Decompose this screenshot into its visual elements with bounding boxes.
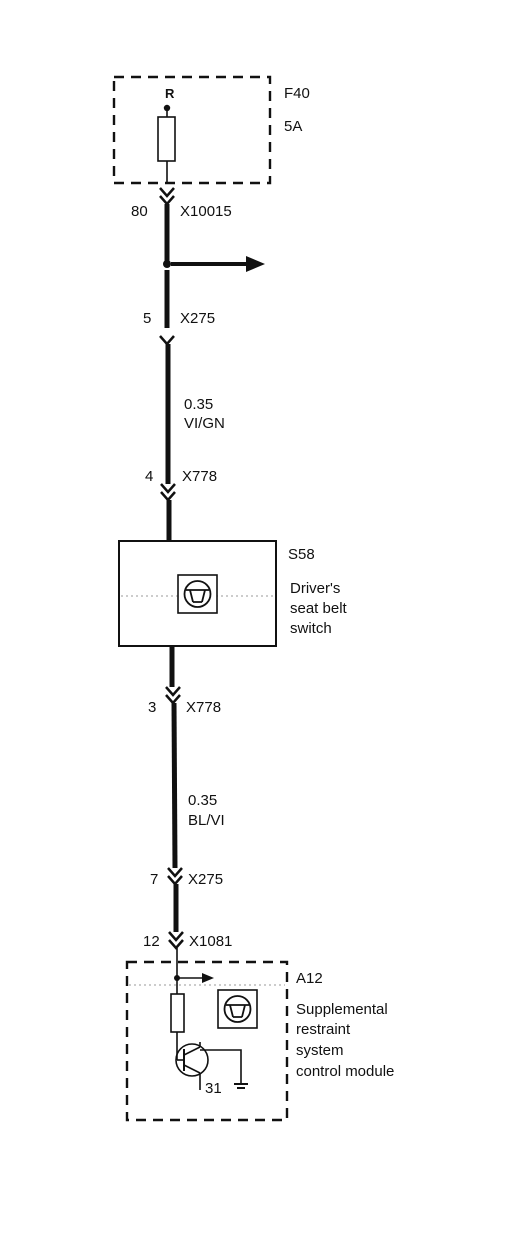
switch-desc-line-2: seat belt [290,600,348,617]
module-desc-line-4: control module [296,1063,394,1080]
connector-pin-label: 4 [145,468,153,485]
wire-segments [164,204,179,932]
connector-x10015-symbol [159,187,175,206]
wire-color-label: BL/VI [188,812,225,829]
connector-pin-label: 7 [150,871,158,888]
fuse-element [157,116,176,162]
connector-pin-label: 5 [143,310,151,327]
transistor-icon [175,1042,209,1090]
wire-labels: 0.35 VI/GN 0.35 BL/VI [184,396,225,829]
wire-color-label: VI/GN [184,415,225,432]
connector-x778-lower-symbol [165,686,181,705]
ground-wire [200,1049,242,1084]
splice-dot [163,260,171,268]
connector-name-label: X275 [188,871,223,888]
connector-x275-lower-symbol [167,867,183,886]
switch-s58: S58 Driver's seat belt switch [118,540,348,647]
fuse-id: F40 [284,85,310,102]
module-branch-arrow-icon [202,973,214,983]
connector-name-label: X10015 [180,203,232,220]
wire-bl-vi [171,702,178,869]
module-id: A12 [296,970,323,987]
connector-x778-upper-symbol [160,483,176,502]
connector-name-label: X778 [186,699,221,716]
module-desc-line-1: Supplemental [296,1001,388,1018]
connector-name-label: X275 [180,310,215,327]
wire-size-label: 0.35 [184,396,213,413]
connector-name-label: X1081 [189,933,232,950]
connector-x275-upper-symbol [159,335,175,346]
fuse-rating: 5A [284,118,302,135]
module-desc-line-2: restraint [296,1021,351,1038]
branch-arrow-icon [246,256,265,272]
switch-desc-line-3: switch [290,620,332,637]
seatbelt-icon [177,574,218,614]
seatbelt-icon [217,989,258,1029]
module-resistor [170,993,185,1033]
module-box-outline [125,960,289,1122]
connector-labels: 80 X10015 5 X275 4 X778 3 X778 7 X275 12… [131,203,232,950]
splice-branch [163,256,265,272]
wire-size-label: 0.35 [188,792,217,809]
module-a12: 31 A12 Supplemental restraint system con… [125,948,394,1122]
module-desc-line-3: system [296,1042,344,1059]
ground-icon [234,1083,248,1089]
connector-pin-label: 12 [143,933,160,950]
fuse-f40: R F40 5A [112,75,310,185]
fuse-supply-label: R [165,86,175,101]
connector-name-label: X778 [182,468,217,485]
ground-pin-label: 31 [205,1080,222,1097]
connector-pin-label: 80 [131,203,148,220]
switch-id: S58 [288,546,315,563]
connector-pin-label: 3 [148,699,156,716]
connector-x1081-symbol [168,931,184,950]
fuse-box-outline [112,75,272,185]
switch-desc-line-1: Driver's [290,580,340,597]
